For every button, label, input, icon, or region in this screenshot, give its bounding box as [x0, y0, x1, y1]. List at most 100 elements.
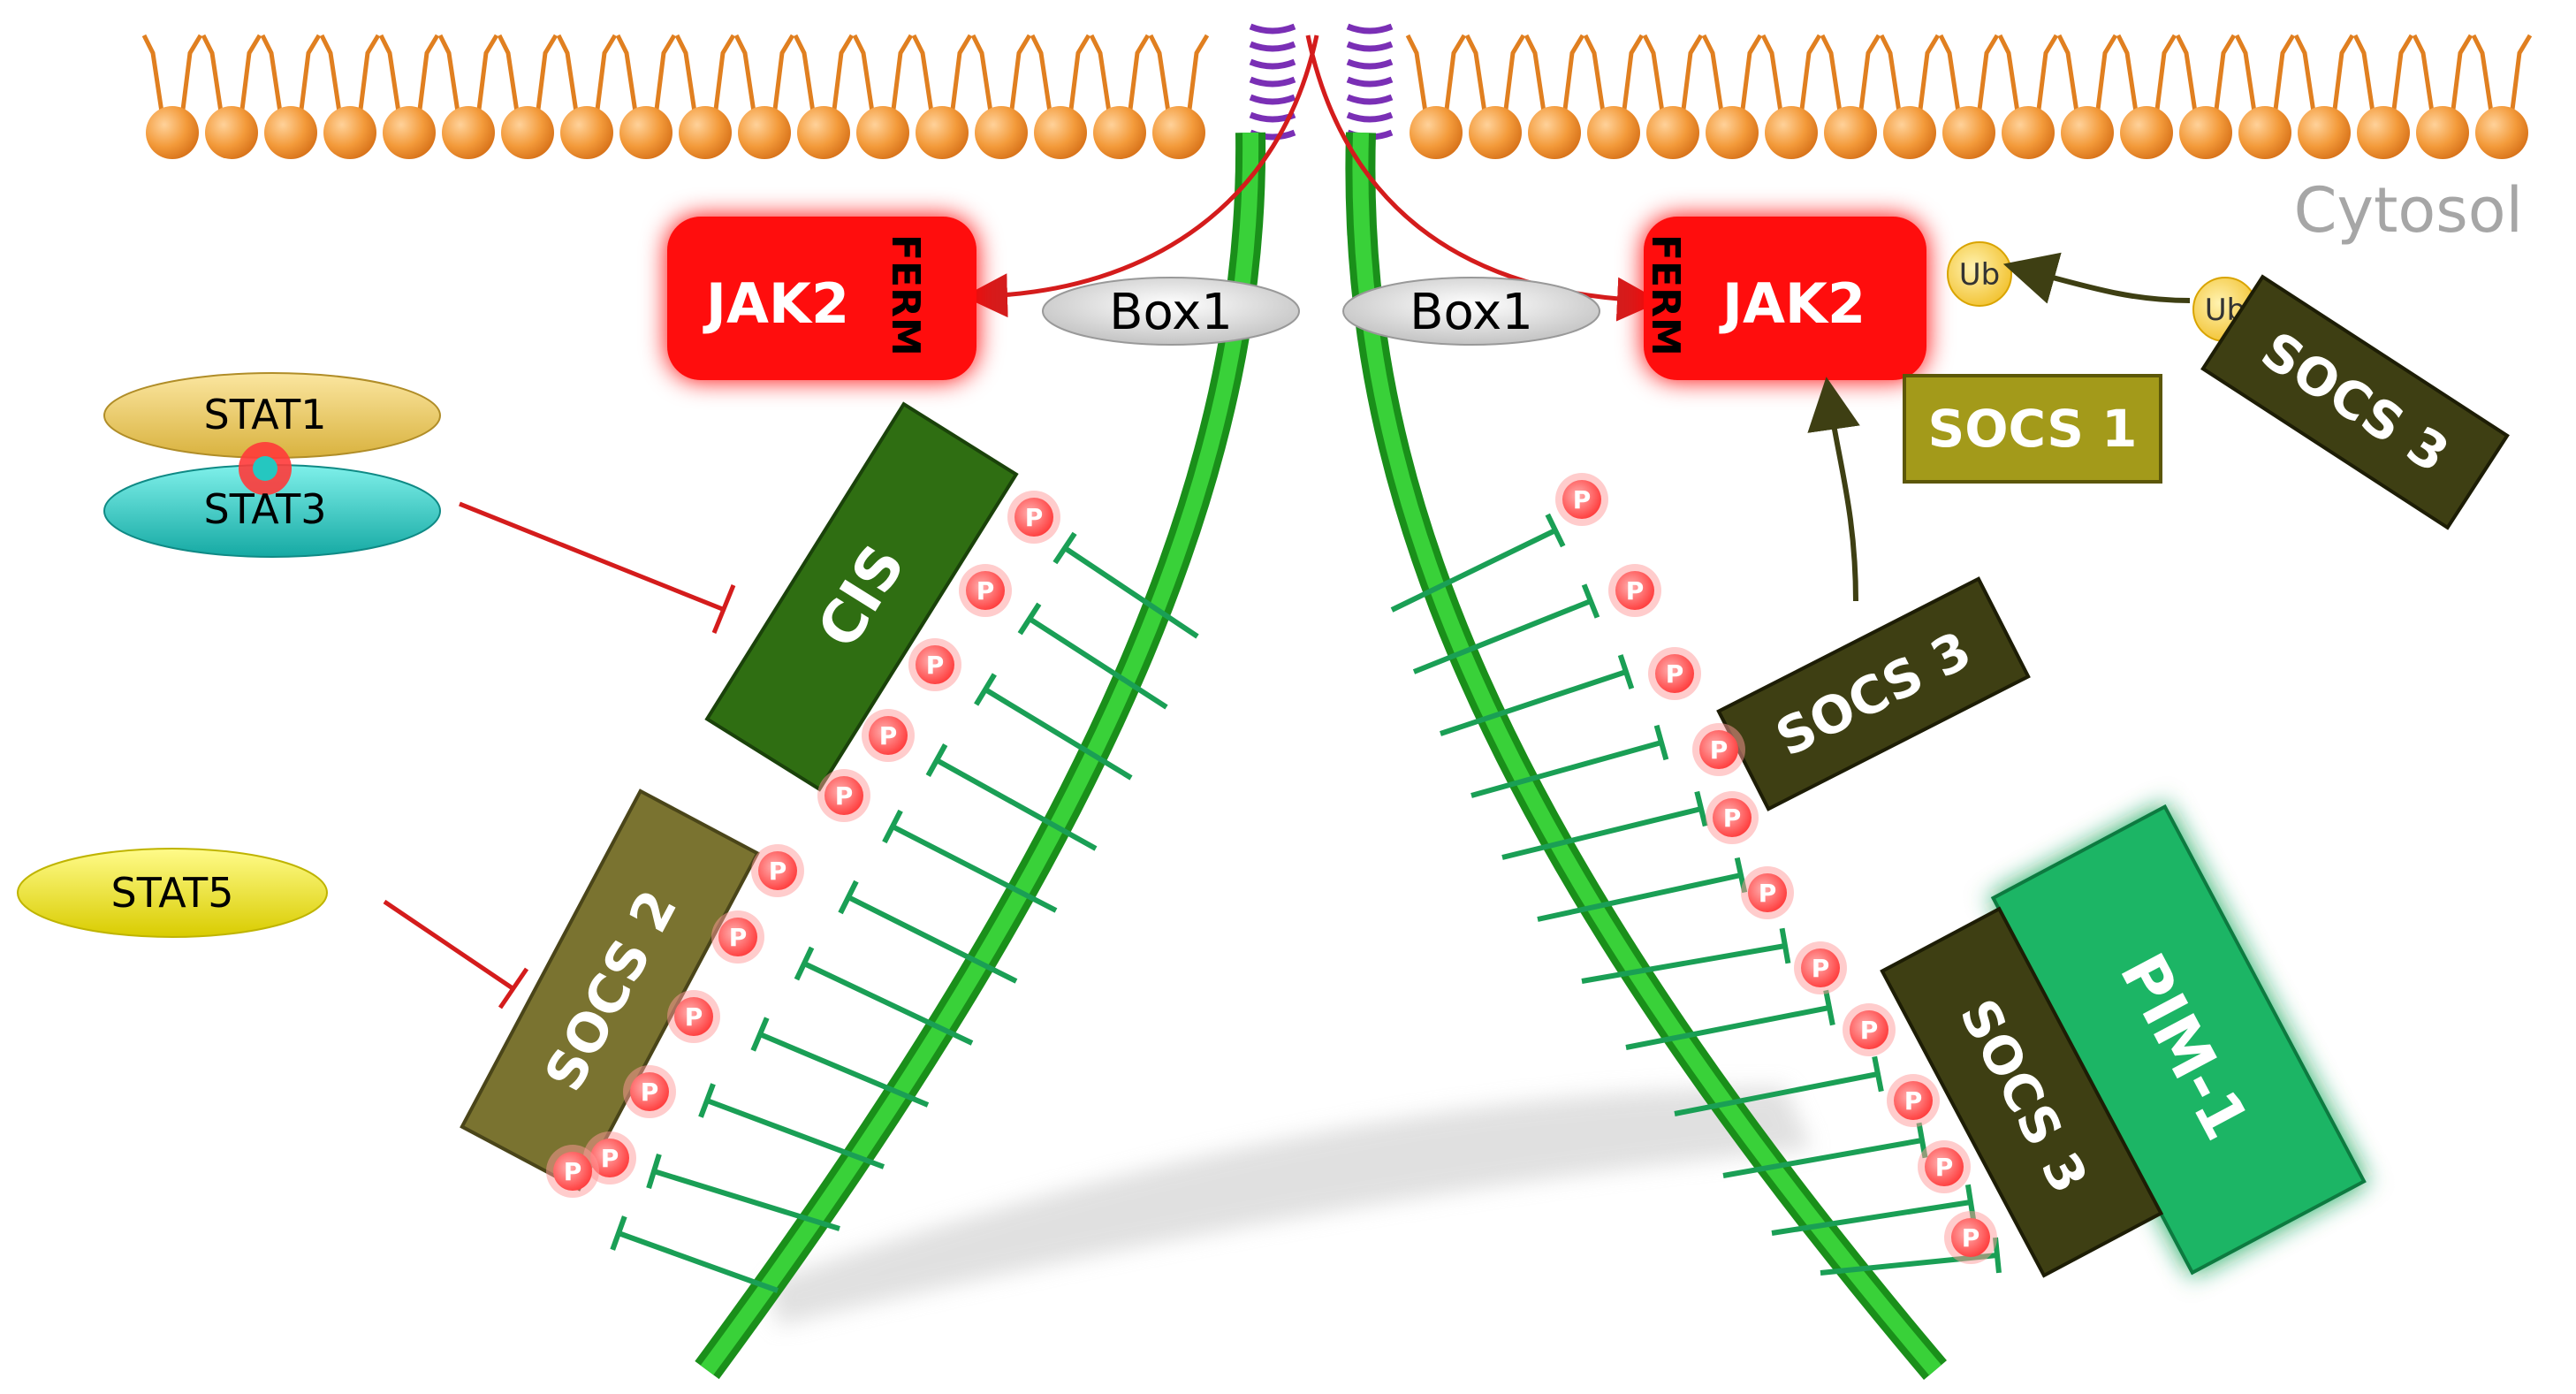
tyrosine-branch — [984, 687, 1133, 781]
lipid-molecule — [1148, 34, 1210, 159]
lipid-molecule — [970, 34, 1032, 159]
receptor-shadow — [769, 1087, 1812, 1326]
phosphate-label: P — [729, 923, 748, 952]
socs3-mid-box: SOCS 3 — [1716, 576, 2031, 811]
jak2-left: JAK2 FERM — [667, 217, 976, 380]
lipid-molecule — [437, 34, 499, 159]
jak2-right-label: JAK2 — [1719, 271, 1866, 336]
lipid-molecule — [2352, 34, 2414, 159]
lipid-molecule — [1089, 34, 1151, 159]
stat3-label: STAT3 — [204, 485, 327, 533]
lipid-molecule — [2412, 34, 2473, 159]
phosphate-label: P — [1025, 503, 1044, 532]
lipid-molecule — [1997, 34, 2059, 159]
phosphate-label: P — [1904, 1086, 1923, 1116]
lipid-molecule — [1583, 34, 1645, 159]
lipid-molecule — [733, 34, 795, 159]
lipid-molecule — [852, 34, 914, 159]
lipid-molecule — [1642, 34, 1704, 159]
lipid-molecule — [615, 34, 677, 159]
phosphate-label: P — [641, 1078, 659, 1107]
phosphate-label: P — [879, 721, 898, 750]
lipid-molecule — [2116, 34, 2177, 159]
lipid-molecule — [2056, 34, 2118, 159]
phosphate-icon: P — [546, 1145, 599, 1198]
lipid-molecule — [497, 34, 559, 159]
tyrosine-branch — [891, 824, 1058, 913]
phosphate-label: P — [1860, 1016, 1879, 1045]
tyrosine-residues — [610, 513, 2002, 1293]
lipid-molecule — [2293, 34, 2355, 159]
lipid-molecule — [911, 34, 973, 159]
tyrosine-fork — [1052, 531, 1077, 565]
socs3-to-jak2-arrow — [1807, 377, 1860, 602]
phosphate-label: P — [1626, 576, 1645, 606]
phosphate-label: P — [1573, 485, 1592, 514]
tyrosine-fork — [925, 743, 948, 777]
phosphate-label: P — [1710, 735, 1729, 765]
phosphate-label: P — [976, 576, 995, 606]
tyrosine-fork — [698, 1083, 716, 1118]
lipid-molecule — [2234, 34, 2296, 159]
socs1-box: SOCS 1 — [1903, 374, 2162, 484]
lipid-molecule — [556, 34, 618, 159]
stat5-label: STAT5 — [111, 869, 234, 917]
phosphate-icon: P — [711, 910, 764, 964]
phosphate-icon: P — [1692, 723, 1745, 776]
phosphate-icon: P — [1555, 473, 1608, 526]
jak2-left-label: JAK2 — [703, 271, 849, 336]
lipid-molecule — [2175, 34, 2237, 159]
phosphate-label: P — [1812, 954, 1830, 983]
tyrosine-branch — [758, 1032, 930, 1108]
lipid-molecule — [378, 34, 440, 159]
ubiquitin-transfer-arrow — [2002, 252, 2191, 304]
tyrosine-fork — [1581, 583, 1600, 619]
phosphate-icon: P — [817, 769, 870, 822]
phosphate-icon: P — [1007, 491, 1060, 544]
phosphate-icon: P — [1741, 866, 1794, 919]
tyrosine-branch — [847, 895, 1018, 984]
phosphate-icon: P — [1706, 791, 1759, 844]
lipid-molecule — [319, 34, 381, 159]
phosphate-label: P — [601, 1144, 619, 1173]
phosphate-label: P — [564, 1157, 582, 1186]
phosphate-label: P — [1962, 1223, 1980, 1253]
tyrosine-fork — [1823, 989, 1835, 1026]
phosphate-label: P — [1935, 1153, 1954, 1182]
phosphate-label: P — [1759, 879, 1777, 908]
lipid-molecule — [793, 34, 855, 159]
tyrosine-branch — [1028, 616, 1168, 710]
cytosol-label: Cytosol — [2294, 174, 2523, 247]
socs1-label: SOCS 1 — [1927, 399, 2137, 459]
phosphate-label: P — [1666, 659, 1684, 689]
ub-label-1: Ub — [1959, 257, 2000, 293]
socs2-box: SOCS 2 — [460, 788, 760, 1192]
lipid-molecule — [201, 34, 262, 159]
tyrosine-branch — [1581, 943, 1786, 984]
tyrosine-branch — [1625, 1005, 1830, 1050]
tyrosine-branch — [802, 961, 974, 1046]
socs3-top-box: SOCS 3 — [2200, 274, 2510, 530]
phosphate-icon: P — [1918, 1140, 1971, 1193]
phosphate-icon: P — [1843, 1003, 1896, 1056]
tyrosine-fork — [1872, 1055, 1884, 1093]
lipid-molecule — [1524, 34, 1585, 159]
phosphate-icon: P — [1648, 647, 1701, 700]
stat5: STAT5 — [17, 848, 328, 938]
phosphate-icon: P — [959, 564, 1012, 617]
cis-box: CIS — [704, 401, 1019, 792]
receptor-chain-left — [695, 132, 1266, 1380]
tyrosine-fork — [882, 809, 903, 844]
tyrosine-branch — [1501, 806, 1702, 860]
lipid-molecule — [1760, 34, 1822, 159]
tyrosine-branch — [935, 758, 1098, 851]
tyrosine-branch — [1412, 598, 1592, 674]
jak2-right: JAK2 FERM — [1643, 217, 1926, 380]
stat1-stat3-dimer: STAT1 STAT3 — [103, 372, 441, 558]
lipid-molecule — [141, 34, 203, 159]
cell-membrane — [141, 34, 2533, 159]
phosphate-icon: P — [862, 709, 915, 762]
tyrosine-branch — [1537, 872, 1742, 922]
inhibition-arrow-icon — [383, 899, 529, 1009]
